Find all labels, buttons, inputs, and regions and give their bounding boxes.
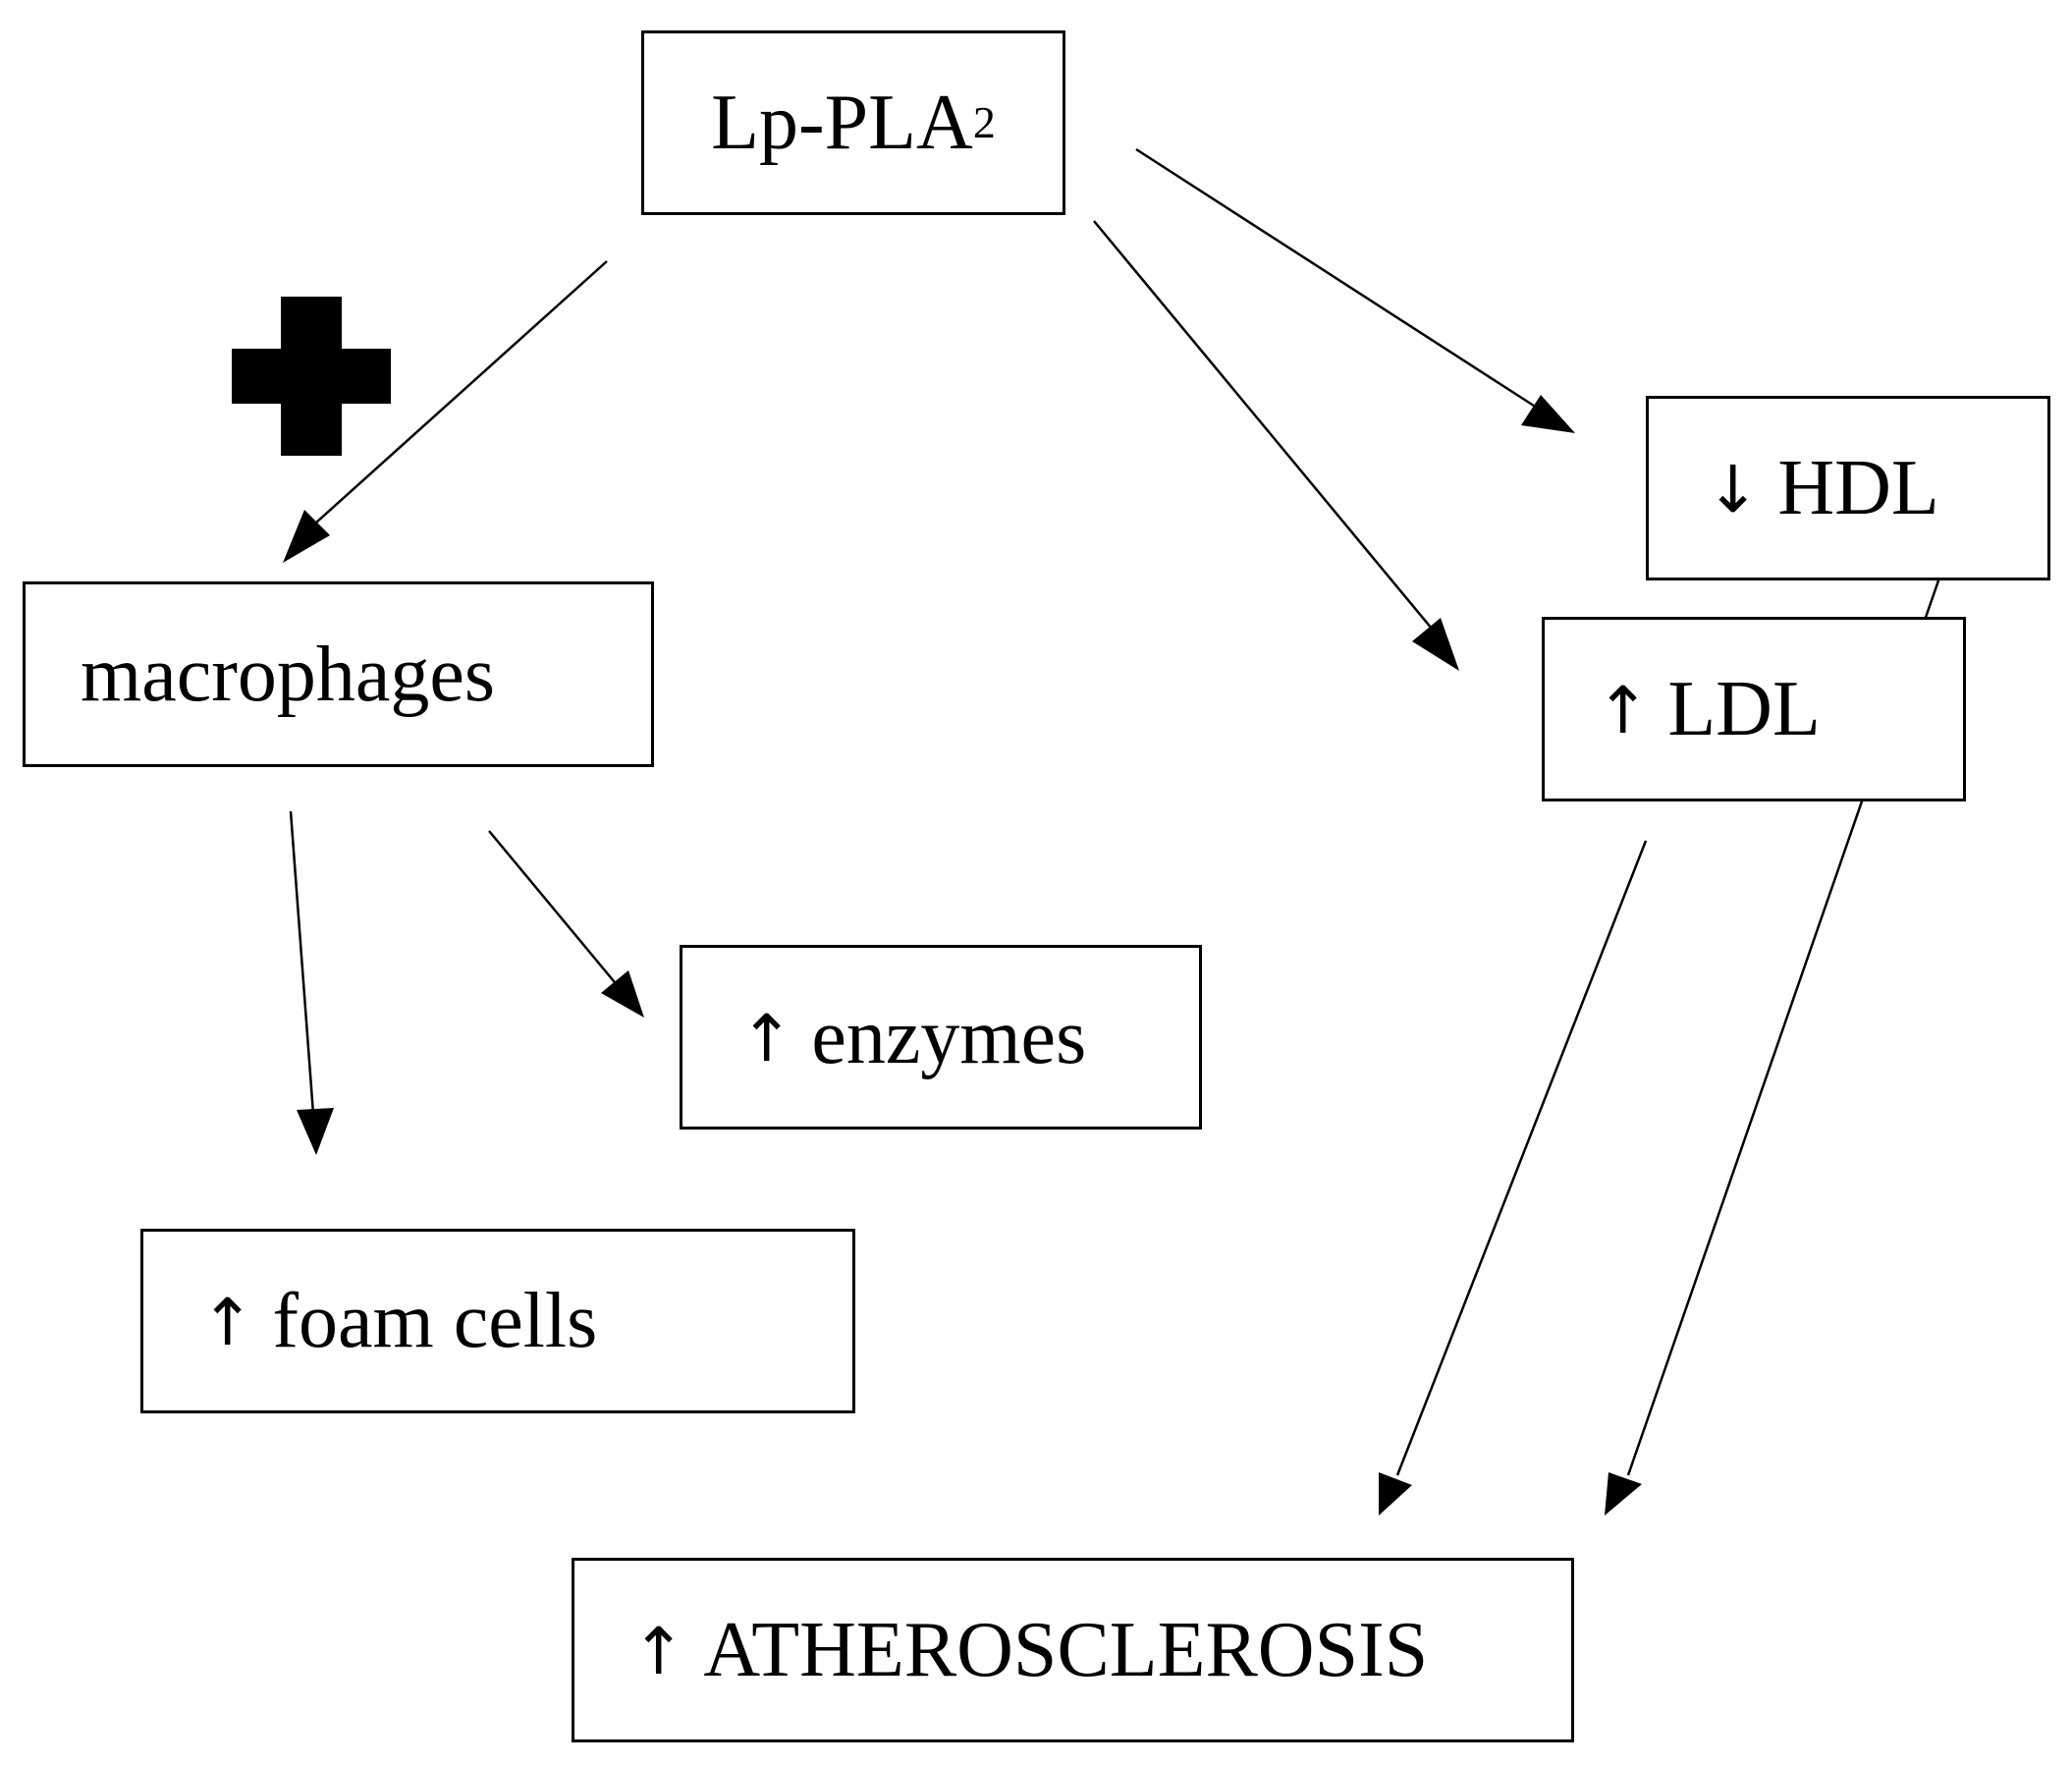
down-arrow-icon: ↓ — [1706, 452, 1761, 527]
node-lp-pla2-label: Lp-PLA — [711, 80, 973, 166]
edge-macrophages-to-foam-cells — [289, 810, 334, 1155]
edge-lp-pla2-to-macrophages — [283, 260, 608, 563]
node-ldl-label: LDL — [1667, 666, 1821, 752]
node-hdl-label: HDL — [1777, 445, 1939, 531]
up-arrow-icon: ↑ — [739, 1001, 794, 1076]
node-atherosclerosis-label: ATHEROSCLEROSIS — [703, 1607, 1429, 1693]
edge-macrophages-to-enzymes — [488, 830, 644, 1018]
node-macrophages: macrophages — [23, 581, 654, 767]
node-lp-pla2-subscript: 2 — [972, 97, 996, 147]
node-hdl: ↓ HDL — [1646, 396, 2050, 580]
node-ldl: ↑ LDL — [1542, 617, 1966, 801]
node-atherosclerosis: ↑ ATHEROSCLEROSIS — [572, 1558, 1574, 1742]
node-enzymes: ↑ enzymes — [680, 945, 1202, 1130]
edge-lp-pla2-to-hdl — [1135, 147, 1575, 433]
node-foam-cells-label: foam cells — [272, 1278, 598, 1364]
plus-sign-icon — [232, 297, 391, 456]
up-arrow-icon: ↑ — [1596, 673, 1651, 748]
node-macrophages-label: macrophages — [81, 631, 496, 718]
node-enzymes-label: enzymes — [811, 994, 1087, 1080]
up-arrow-icon: ↑ — [631, 1614, 686, 1689]
up-arrow-icon: ↑ — [200, 1285, 255, 1360]
edge-lp-pla2-to-ldl — [1093, 220, 1459, 671]
node-foam-cells: ↑ foam cells — [140, 1229, 855, 1413]
edge-ldl-to-atherosclerosis — [1379, 840, 1648, 1516]
